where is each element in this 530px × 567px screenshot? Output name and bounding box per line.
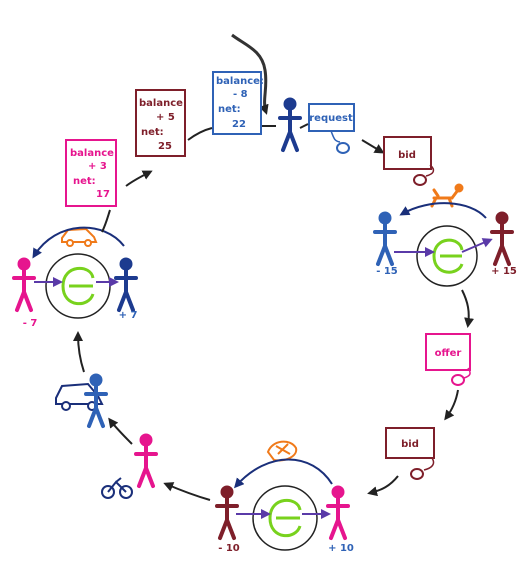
request-label: request (309, 113, 353, 124)
e-currency-icon (252, 485, 318, 551)
maroon-person-bottom (215, 484, 239, 540)
pink-person-left (12, 256, 36, 312)
maroon-person-right (490, 210, 514, 266)
request-box: request (308, 103, 355, 132)
incoming-arrow (231, 33, 269, 115)
balance-value: + 3 (88, 161, 107, 172)
left-value-right-exchange: - 15 (376, 266, 398, 277)
cycle-arrow (361, 139, 385, 154)
balance-value: - 8 (233, 89, 248, 100)
left-value-bottom-exchange: - 10 (218, 543, 240, 554)
cycle-arrow (108, 417, 133, 445)
net-label: net: (73, 176, 96, 187)
cycle-arrow (125, 170, 153, 187)
cycle-arrow (73, 331, 85, 373)
net-value: 22 (232, 119, 246, 130)
right-value-right-exchange: + 15 (491, 266, 517, 277)
net-value: 25 (158, 141, 172, 152)
transfer-arrow (399, 202, 487, 219)
left-value-left-exchange: - 7 (23, 318, 38, 329)
bid-box-bottom: bid (385, 427, 435, 459)
balance-value: + 5 (156, 112, 175, 123)
food-icon (266, 440, 298, 462)
right-value-left-exchange: + 7 (119, 310, 138, 321)
currency-arrow (461, 238, 493, 253)
cycle-arrow (367, 475, 399, 497)
balance-label: balance: (70, 148, 118, 159)
pink-person-bicycle (134, 432, 158, 488)
balance-label: balance: (216, 76, 264, 87)
e-currency-icon (45, 253, 111, 319)
bid-label-bottom: bid (401, 439, 419, 450)
bid-label-top: bid (398, 150, 416, 161)
dog-icon (430, 183, 464, 208)
bid-box-top: bid (383, 136, 432, 170)
transfer-arrow (234, 458, 333, 489)
net-label: net: (141, 127, 164, 138)
cycle-arrow (163, 482, 211, 501)
maroon-balance-box: balance: + 5 net: 25 (135, 89, 187, 157)
blue-person-left (114, 256, 138, 312)
pink-person-bottom (326, 484, 350, 540)
mouse-icon (330, 130, 350, 154)
bicycle-icon (101, 477, 133, 499)
balance-label: balance: (139, 98, 187, 109)
pink-balance-box: balance: + 3 net: 17 (65, 139, 118, 207)
right-value-bottom-exchange: + 10 (328, 543, 354, 554)
net-value: 17 (96, 189, 110, 200)
e-currency-icon (416, 225, 478, 287)
net-label: net: (218, 104, 241, 115)
cycle-arrow (444, 389, 459, 421)
offer-label: offer (435, 348, 462, 359)
car-icon (61, 227, 98, 247)
mouse-icon (410, 457, 435, 480)
mouse-icon (451, 367, 471, 386)
blue-person-right (373, 210, 397, 266)
blue-balance-box: balance: - 8 net: 22 (212, 71, 264, 135)
blue-person-top (278, 96, 302, 152)
cycle-arrow (299, 123, 309, 129)
cycle-arrow (187, 127, 213, 141)
cycle-arrow (101, 209, 111, 233)
blue-person-car (84, 372, 108, 428)
cycle-arrow (461, 289, 475, 328)
transfer-arrow (32, 226, 125, 259)
mouse-icon (413, 164, 435, 186)
offer-box: offer (425, 333, 471, 371)
